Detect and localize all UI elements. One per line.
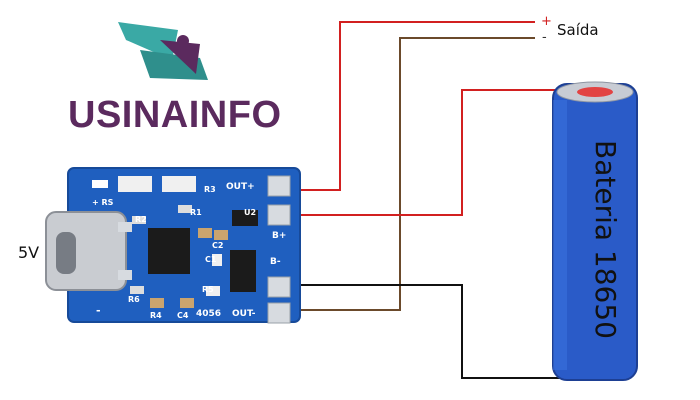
silk-r5: R5	[202, 285, 214, 294]
silk-b-plus: B+	[272, 231, 286, 241]
output-minus-sign: -	[542, 30, 547, 45]
silk-out-plus: OUT+	[226, 182, 255, 192]
silk-r1: R1	[190, 208, 202, 217]
silk-r6: R6	[128, 295, 140, 304]
pad-out-plus	[267, 175, 291, 197]
battery-18650: Bateria 18650	[552, 81, 638, 381]
silk-r3: R3	[204, 185, 216, 194]
wire-out-minus	[290, 37, 535, 311]
led-1	[92, 180, 108, 188]
wire-b-plus	[290, 89, 580, 216]
mosfet-ic	[230, 250, 256, 292]
output-plus-sign: +	[541, 14, 552, 29]
silk-c1: C1	[205, 255, 217, 264]
silk-out-minus: OUT-	[232, 309, 256, 319]
usb-c-port	[56, 232, 76, 274]
silk-r2: R2	[135, 215, 147, 224]
pad-b-minus	[267, 276, 291, 298]
logo-purple-dot	[177, 35, 189, 47]
pad-out-minus	[267, 302, 291, 324]
logo-text: USINAINFO	[68, 94, 282, 136]
wire-out-plus	[290, 21, 535, 191]
silk-c4: C4	[177, 311, 189, 320]
tp4056-board: OUT+ B+ B- OUT- 4056 + RS R2 R1 R3 R4 C4…	[45, 167, 301, 324]
input-voltage-label: 5V	[18, 243, 39, 262]
usinainfo-logo: USINAINFO	[68, 22, 282, 136]
led-2	[162, 176, 196, 192]
wire-b-minus	[290, 284, 598, 379]
silk-b-minus: B-	[270, 257, 281, 267]
silk-rs: + RS	[92, 198, 114, 207]
protection-ic	[232, 210, 258, 226]
silk-u2: U2	[244, 208, 256, 217]
battery-label: Bateria 18650	[589, 140, 622, 339]
silk-model: 4056	[196, 309, 221, 319]
output-label: Saída	[557, 21, 599, 39]
silk-dash: -	[96, 304, 101, 317]
battery-terminal	[577, 87, 613, 97]
silk-c2: C2	[212, 241, 223, 250]
silk-r4: R4	[150, 311, 162, 320]
logo-purple-shape	[160, 40, 200, 74]
charger-ic	[148, 228, 190, 274]
pad-b-plus	[267, 204, 291, 226]
logo-teal-shape	[118, 22, 178, 60]
